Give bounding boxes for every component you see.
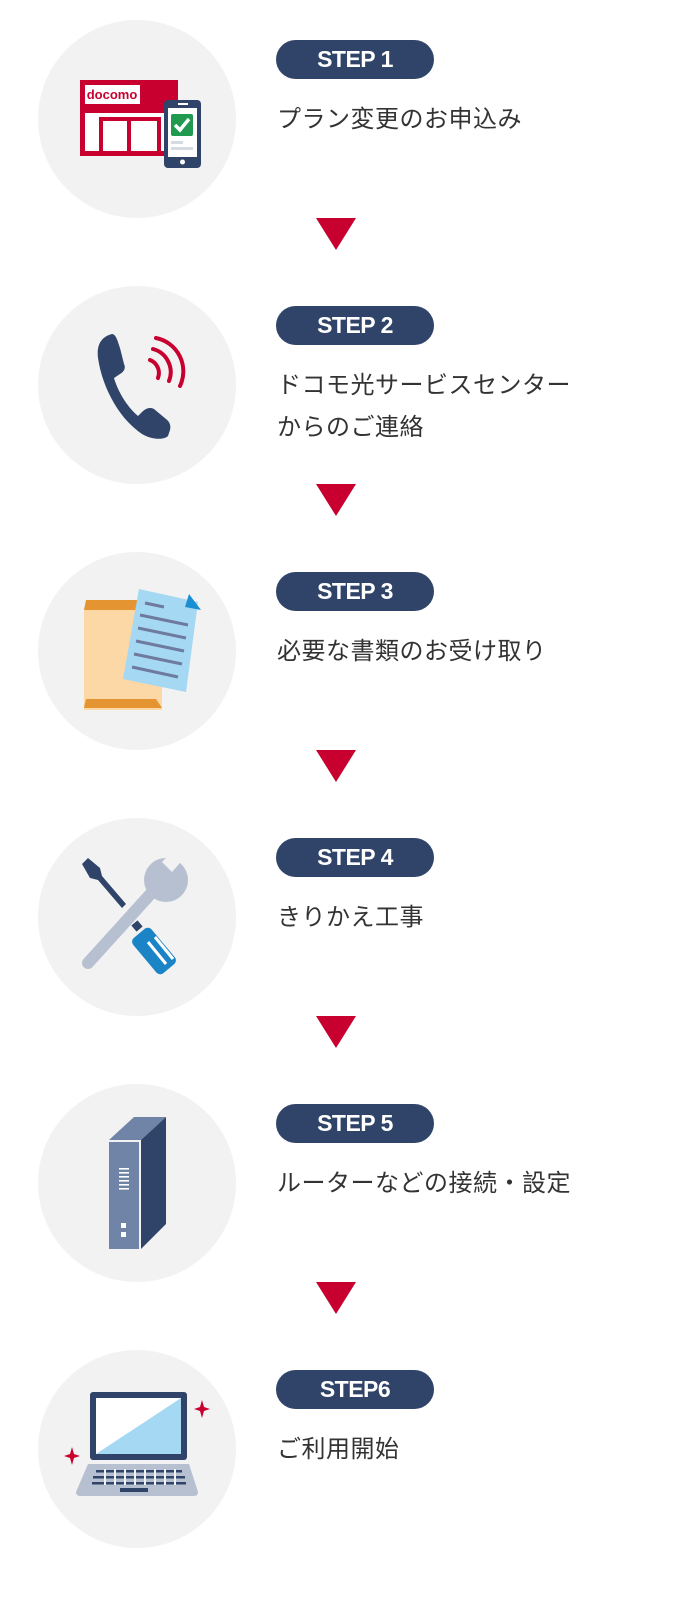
down-triangle-icon xyxy=(316,484,356,516)
laptop-sparkle-icon xyxy=(64,1392,210,1496)
step-5-title: ルーターなどの接続・設定 xyxy=(277,1169,571,1197)
step-4-title: きりかえ工事 xyxy=(277,903,424,931)
step-6-title: ご利用開始 xyxy=(277,1435,400,1463)
step-4-icon-circle xyxy=(38,818,236,1016)
step-5-badge: STEP 5 xyxy=(276,1104,434,1143)
router-icon xyxy=(109,1117,166,1249)
step-4-badge: STEP 4 xyxy=(276,838,434,877)
down-triangle-icon xyxy=(316,1282,356,1314)
down-triangle-icon xyxy=(316,218,356,250)
step-2-title: ドコモ光サービスセンター からのご連絡 xyxy=(277,371,571,441)
step-1-title: プラン変更のお申込み xyxy=(277,105,522,133)
svg-text:docomo: docomo xyxy=(87,87,138,102)
step-2: STEP 2 ドコモ光サービスセンター からのご連絡 xyxy=(0,286,676,552)
step-3-title: 必要な書類のお受け取り xyxy=(277,637,547,665)
step-6-badge: STEP6 xyxy=(276,1370,434,1409)
step-5: STEP 5 ルーターなどの接続・設定 xyxy=(0,1084,676,1350)
step-6-icon-circle xyxy=(38,1350,236,1548)
step-1-icon-circle: docomo xyxy=(38,20,236,218)
docomo-shop-smartphone-icon: docomo xyxy=(80,80,201,168)
step-2-icon-circle xyxy=(38,286,236,484)
phone-ringing-icon xyxy=(97,334,186,439)
step-3: STEP 3 必要な書類のお受け取り xyxy=(0,552,676,818)
wrench-screwdriver-icon xyxy=(82,848,188,975)
step-6: STEP6 ご利用開始 xyxy=(0,1350,676,1616)
down-triangle-icon xyxy=(316,750,356,782)
down-triangle-icon xyxy=(316,1016,356,1048)
step-2-badge: STEP 2 xyxy=(276,306,434,345)
step-3-badge: STEP 3 xyxy=(276,572,434,611)
envelope-document-icon xyxy=(84,589,201,710)
step-4: STEP 4 きりかえ工事 xyxy=(0,818,676,1084)
step-1-badge: STEP 1 xyxy=(276,40,434,79)
step-3-icon-circle xyxy=(38,552,236,750)
step-1: docomo STEP 1 プラン変更のお申込み xyxy=(0,20,676,286)
step-5-icon-circle xyxy=(38,1084,236,1282)
